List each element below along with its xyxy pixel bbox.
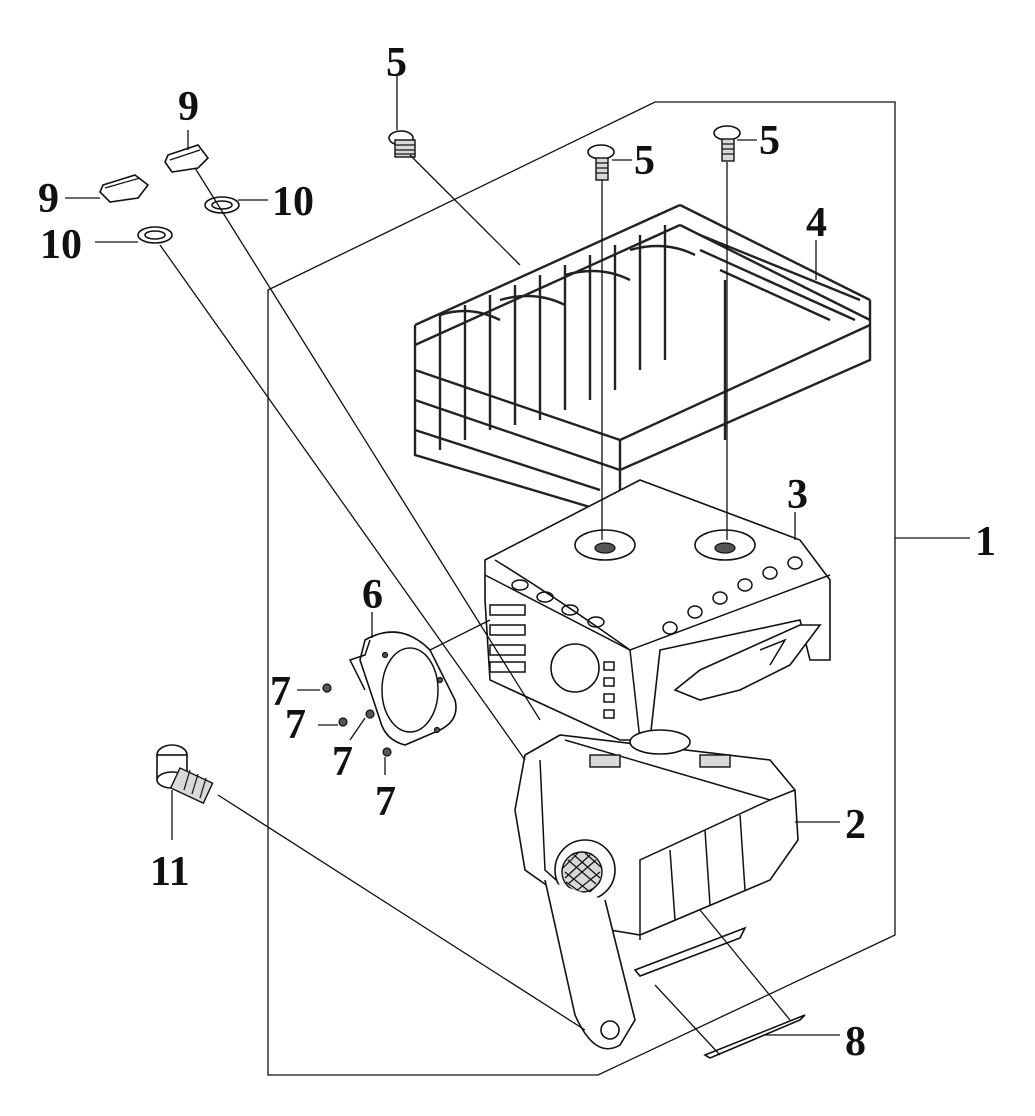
heat-shield-grid <box>413 203 872 545</box>
callout-11: 11 <box>150 849 190 895</box>
callout-2: 2 <box>845 802 866 848</box>
callout-6: 6 <box>362 572 383 618</box>
callout-7-c: 7 <box>332 739 353 785</box>
callout-5-left: 5 <box>386 40 407 86</box>
callout-5-middle: 5 <box>634 138 655 184</box>
bolt-11 <box>156 744 214 805</box>
screw-5-right <box>713 125 741 162</box>
assembly-boundary <box>267 101 896 1076</box>
nut-9-upper <box>164 144 210 173</box>
screw-5-middle <box>587 144 615 181</box>
callout-1: 1 <box>975 519 996 565</box>
callout-3: 3 <box>787 472 808 518</box>
screws-7 <box>322 683 392 757</box>
callout-7-b: 7 <box>285 702 306 748</box>
nut-9-lower <box>99 174 150 203</box>
callout-10-upper: 10 <box>272 179 314 225</box>
screw-5-left <box>388 130 416 158</box>
leader-lines <box>65 75 970 1056</box>
callout-8: 8 <box>845 1019 866 1065</box>
callout-4: 4 <box>806 200 827 246</box>
callout-9-upper: 9 <box>178 84 199 130</box>
washer-10-lower <box>137 226 173 244</box>
callout-9-lower: 9 <box>38 176 59 222</box>
gasket <box>348 631 457 746</box>
callout-7-a: 7 <box>270 669 291 715</box>
muffler-cover <box>484 479 831 741</box>
callout-labels: 1 2 3 4 5 5 5 6 7 7 7 7 8 9 9 10 10 11 <box>38 40 996 1065</box>
washer-10-upper <box>204 196 240 214</box>
muffler-body <box>514 729 799 1050</box>
gasket-8 <box>633 926 806 1059</box>
callout-7-d: 7 <box>375 779 396 825</box>
callout-5-right: 5 <box>759 118 780 164</box>
callout-10-lower: 10 <box>40 222 82 268</box>
